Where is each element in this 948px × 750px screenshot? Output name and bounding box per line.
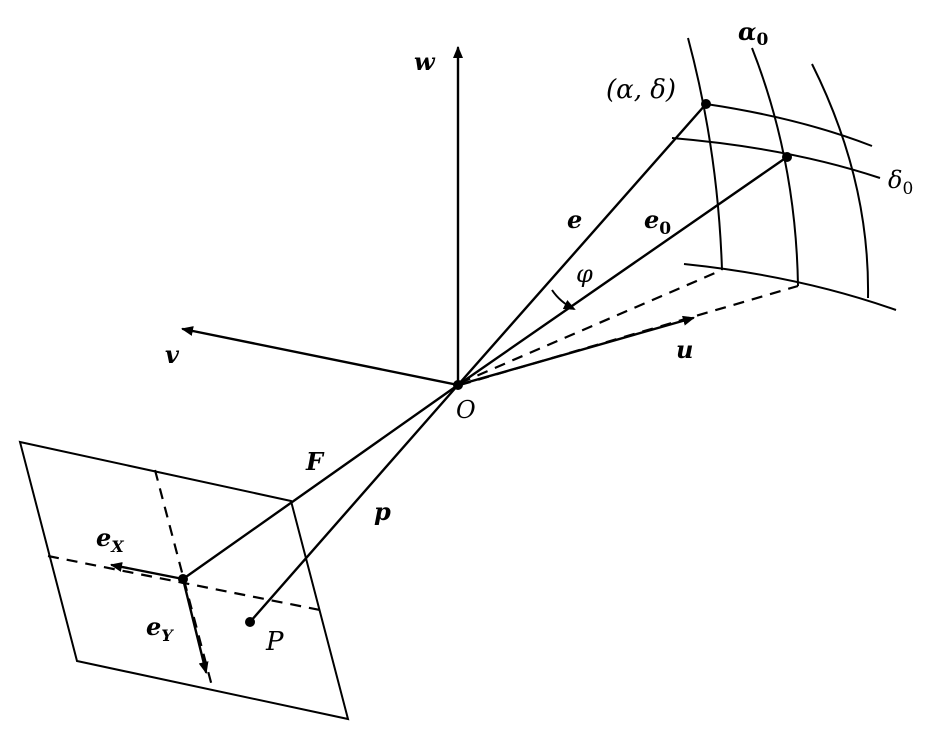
label-origin: O — [456, 396, 476, 424]
label-eX: eX — [96, 523, 124, 556]
origin-point — [453, 380, 463, 390]
dashed-projection-e — [459, 268, 723, 385]
label-phi: φ — [576, 260, 593, 288]
point-alpha0-delta0 — [782, 152, 792, 162]
parallel-base — [683, 263, 897, 311]
label-delta0: δ0 — [888, 166, 913, 199]
vector-eY — [181, 577, 209, 674]
label-F: F — [305, 447, 325, 476]
label-p-vector: p — [374, 497, 391, 526]
vector-eX — [110, 562, 185, 581]
parallel-delta — [705, 103, 873, 147]
label-e: e — [567, 205, 582, 234]
vector-e — [456, 102, 708, 387]
point-P — [245, 617, 255, 627]
meridian-alpha — [687, 37, 723, 271]
vector-e0 — [456, 155, 789, 387]
vector-p — [248, 383, 460, 624]
label-u: u — [676, 335, 693, 364]
label-v: v — [165, 340, 180, 369]
meridian-alpha-far — [811, 63, 870, 299]
v-axis — [181, 326, 460, 387]
label-e0: e0 — [644, 205, 671, 239]
parallel-delta0 — [671, 137, 881, 179]
dashed-projection-e0 — [459, 284, 799, 387]
point-alpha-delta — [701, 99, 711, 109]
label-P: P — [265, 627, 284, 657]
label-alpha-delta: (α, δ) — [606, 75, 676, 105]
image-plane — [18, 440, 350, 721]
phi-angle-arc — [551, 289, 576, 310]
label-alpha0: α0 — [738, 17, 768, 50]
vector-F — [181, 383, 460, 581]
label-w: w — [414, 47, 436, 76]
label-eY: eY — [146, 612, 174, 645]
point-image-center — [178, 574, 188, 584]
meridian-alpha0 — [751, 47, 799, 287]
